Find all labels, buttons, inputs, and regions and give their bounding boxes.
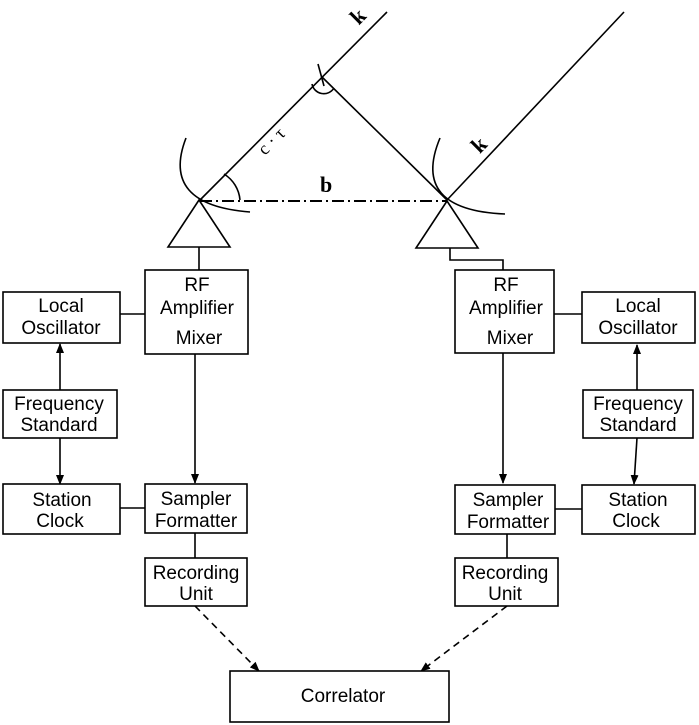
arrow-freq-clock-right [630, 437, 639, 485]
rf-amplifier-mixer-box-right: RF Amplifier Mixer [454, 269, 555, 354]
wavefront-perpendicular [321, 76, 448, 201]
sampler-formatter-box-left: Sampler Formatter [144, 483, 248, 534]
svg-text:Amplifier: Amplifier [469, 298, 544, 319]
svg-text:RF: RF [184, 275, 209, 296]
svg-text:Formatter: Formatter [467, 512, 550, 533]
svg-text:Frequency: Frequency [14, 394, 104, 415]
svg-text:Standard: Standard [20, 415, 97, 436]
dish-right [432, 137, 506, 215]
delay-label: c · τ [254, 123, 290, 159]
wave-ray-right [446, 11, 625, 201]
link-antenna-rf-right [449, 248, 504, 270]
svg-text:Unit: Unit [179, 584, 214, 605]
svg-text:Formatter: Formatter [155, 511, 238, 532]
svg-text:Mixer: Mixer [487, 328, 534, 349]
svg-text:Local: Local [615, 296, 660, 317]
angle-arc [223, 173, 241, 201]
right-angle-arc [311, 83, 335, 95]
arrow-recording-correlator-right [420, 605, 508, 672]
svg-text:Standard: Standard [599, 415, 676, 436]
wave-vector-right-label: k [466, 131, 493, 158]
antenna-mount-right [414, 199, 480, 249]
svg-text:Frequency: Frequency [593, 394, 683, 415]
rf-amplifier-mixer-box-left: RF Amplifier Mixer [144, 269, 249, 355]
local-oscillator-box-right: Local Oscillator [581, 291, 696, 344]
station-clock-box-right: Station Clock [581, 484, 696, 535]
svg-text:Oscillator: Oscillator [21, 318, 101, 339]
svg-text:Clock: Clock [36, 511, 84, 532]
baseline-label: b [320, 172, 332, 197]
svg-text:Unit: Unit [488, 584, 523, 605]
svg-text:RF: RF [493, 275, 518, 296]
svg-text:Oscillator: Oscillator [598, 318, 678, 339]
station-clock-box-left: Station Clock [2, 483, 121, 535]
svg-text:Station: Station [608, 490, 667, 511]
recording-unit-box-left: Recording Unit [144, 557, 248, 607]
local-oscillator-box-left: Local Oscillator [2, 291, 121, 344]
svg-text:Mixer: Mixer [176, 328, 223, 349]
sampler-formatter-box-right: Sampler Formatter [454, 484, 556, 535]
arrow-recording-correlator-left [194, 605, 260, 672]
svg-text:Recording: Recording [462, 563, 549, 584]
svg-text:Clock: Clock [612, 511, 660, 532]
svg-text:Sampler: Sampler [161, 489, 232, 510]
frequency-standard-box-left: Frequency Standard [2, 389, 118, 439]
svg-text:Sampler: Sampler [473, 490, 544, 511]
svg-text:Local: Local [38, 296, 83, 317]
dish-left [179, 137, 251, 213]
correlator-box: Correlator [229, 670, 450, 723]
wave-ray-left [199, 11, 388, 201]
delay-tick [317, 63, 325, 87]
svg-text:Station: Station [32, 490, 91, 511]
svg-text:Correlator: Correlator [301, 686, 386, 707]
svg-text:Amplifier: Amplifier [160, 298, 235, 319]
frequency-standard-box-right: Frequency Standard [582, 389, 694, 439]
wave-vector-left-label: k [345, 2, 372, 29]
svg-text:Recording: Recording [153, 563, 240, 584]
recording-unit-box-right: Recording Unit [454, 557, 559, 607]
